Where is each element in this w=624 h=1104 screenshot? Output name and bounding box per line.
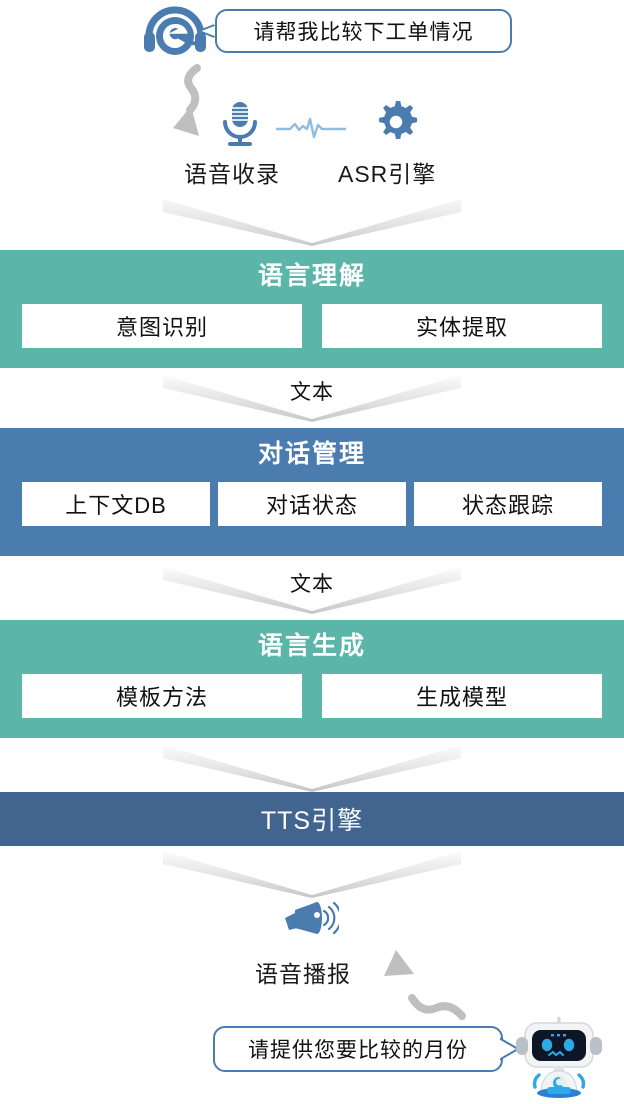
stage-nlg-boxes: 模板方法 生成模型	[0, 661, 624, 718]
flow-arrow-2-label: 文本	[290, 573, 334, 596]
stage-title-nlg: 语言生成	[257, 632, 366, 660]
audio-waveform-icon	[274, 117, 348, 139]
tts-engine-label: TTS引擎	[260, 807, 364, 835]
stage-nlu-box-0[interactable]: 意图识别	[22, 303, 302, 348]
flow-arrow-2: 文本	[163, 564, 461, 614]
user-utterance-text: 请帮我比较下工单情况	[253, 21, 474, 44]
stage-dm-box-2[interactable]: 状态跟踪	[414, 481, 602, 526]
tts-engine-bar: TTS引擎	[0, 792, 624, 846]
stage-panel-nlu: 语言理解 意图识别 实体提取	[0, 250, 624, 368]
stage-title-dm: 对话管理	[257, 440, 366, 468]
stage-nlu-box-1[interactable]: 实体提取	[322, 303, 602, 348]
stage-nlg-box-0[interactable]: 模板方法	[22, 673, 302, 718]
assistant-utterance-text: 请提供您要比较的月份	[248, 1039, 468, 1062]
stage-dm-box-0[interactable]: 上下文DB	[22, 481, 210, 526]
curved-up-left-arrow-icon	[370, 948, 466, 1020]
gear-icon	[373, 99, 419, 145]
voice-broadcast-label: 语音播报	[255, 961, 351, 987]
flow-arrow-4	[163, 848, 461, 898]
user-speech-bubble: 请帮我比较下工单情况	[215, 9, 512, 53]
flow-arrow-1: 文本	[163, 372, 461, 422]
stage-title-nlu: 语言理解	[257, 262, 366, 290]
stage-panel-nlg: 语言生成 模板方法 生成模型	[0, 620, 624, 738]
flow-arrow-3	[163, 742, 461, 792]
stage-panel-dm: 对话管理 上下文DB 对话状态 状态跟踪	[0, 428, 624, 556]
microphone-icon	[218, 100, 262, 146]
stage-dm-box-1[interactable]: 对话状态	[218, 481, 406, 526]
flow-arrow-1-label: 文本	[290, 381, 334, 404]
assistant-speech-bubble: 请提供您要比较的月份	[213, 1026, 503, 1072]
megaphone-speaker-icon	[283, 898, 342, 942]
curved-down-arrow-icon	[155, 62, 227, 144]
headset-operator-icon	[141, 6, 213, 58]
voice-capture-label: 语音收录	[184, 161, 280, 187]
stage-nlu-boxes: 意图识别 实体提取	[0, 291, 624, 348]
stage-nlg-box-1[interactable]: 生成模型	[322, 673, 602, 718]
robot-assistant-icon	[513, 1013, 605, 1099]
asr-engine-label: ASR引擎	[338, 161, 437, 187]
flow-arrow-0	[163, 196, 461, 246]
stage-dm-boxes: 上下文DB 对话状态 状态跟踪	[0, 469, 624, 526]
